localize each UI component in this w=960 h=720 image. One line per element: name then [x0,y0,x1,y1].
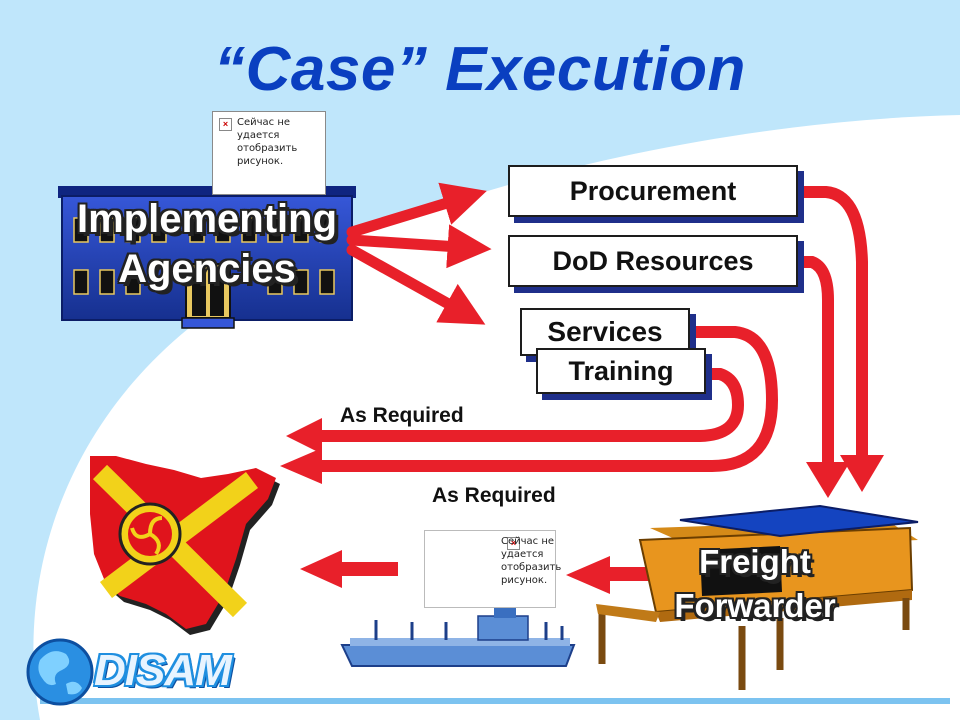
agency-arrows [346,182,492,325]
supply-arrowhead-1 [840,455,884,492]
placeholder-line: отобразить [237,143,298,154]
return-arrowhead-2 [280,448,322,484]
procurement-box: Procurement [508,165,798,217]
implementing-label-line: Implementing [76,197,338,241]
agencies-label-line: Agencies [118,247,296,291]
freight-forwarder-label: Freight Forwarder [650,540,860,628]
implementing-agencies-label: Implementing Agencies [62,194,352,294]
placeholder-line: удается [501,549,544,560]
country-arrowhead [300,550,342,588]
placeholder-line: Сейчас не [501,536,555,547]
footer-line [40,698,950,704]
supply-arrowhead-2 [806,462,850,498]
country-arrow-shaft [338,562,398,576]
placeholder-line: рисунок. [501,575,548,586]
forwarder-label-line: Forwarder [674,587,836,624]
country-map-icon [90,456,280,635]
page-title: “Case” Execution [214,35,746,104]
as-required-label: As Required [432,484,556,507]
placeholder-line: удается [237,130,280,141]
as-required-label: As Required [340,404,464,427]
freight-label-line: Freight [699,543,811,580]
supply-arrows [800,186,868,472]
placeholder-line: рисунок. [237,156,284,167]
disam-globe-icon [26,638,94,706]
broken-image-icon: × [507,537,520,550]
return-arrowhead-1 [286,418,322,454]
disam-logo-text: DISAM [94,646,232,695]
broken-image-placeholder: × Сейчас не удается отобразить рисунок. [212,111,326,195]
placeholder-line: Сейчас не [237,117,291,128]
return-arrows [318,326,779,472]
broken-image-placeholder-bottom: × Сейчас не удается отобразить рисунок. [424,530,561,608]
dod-resources-box: DoD Resources [508,235,798,287]
placeholder-line: отобразить [501,562,562,573]
warehouse-icon [596,504,919,690]
training-box: Training [536,348,706,394]
ship-arrowhead [566,556,610,594]
broken-image-icon: × [219,118,232,131]
